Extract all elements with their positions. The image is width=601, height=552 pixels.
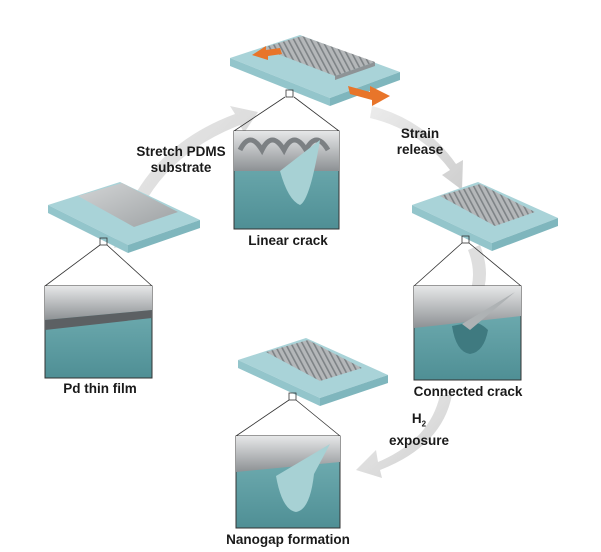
substrate-pd-film [48, 182, 200, 253]
label-linear-crack: Linear crack [248, 233, 328, 248]
inset-nanogap [235, 399, 341, 529]
label-stretch-pdms: Stretch PDMS substrate [122, 144, 240, 176]
strain-arrows [252, 46, 390, 106]
label-h2: H2 [411, 411, 427, 429]
label-exposure: exposure [388, 432, 450, 448]
label-stretch-line1: Stretch PDMS [136, 144, 226, 159]
label-pd-thin-film: Pd thin film [63, 381, 137, 396]
label-strain-release: Strain release [392, 126, 448, 158]
arrow-bottom [356, 395, 452, 478]
inset-linear-crack [233, 89, 340, 230]
substrate-h2-exposed [238, 338, 388, 406]
substrate-released [412, 182, 558, 251]
label-stretch-line2: substrate [150, 160, 212, 175]
label-h2-exposure: H2 exposure [384, 411, 454, 449]
label-strain-line2: release [396, 142, 444, 157]
label-connected-crack: Connected crack [413, 384, 523, 399]
label-strain-line1: Strain [400, 126, 440, 141]
inset-connected-crack [413, 242, 522, 381]
inset-pd-thin-film [44, 244, 153, 379]
label-nanogap-formation: Nanogap formation [226, 532, 350, 547]
arrow-top-right [370, 106, 463, 190]
